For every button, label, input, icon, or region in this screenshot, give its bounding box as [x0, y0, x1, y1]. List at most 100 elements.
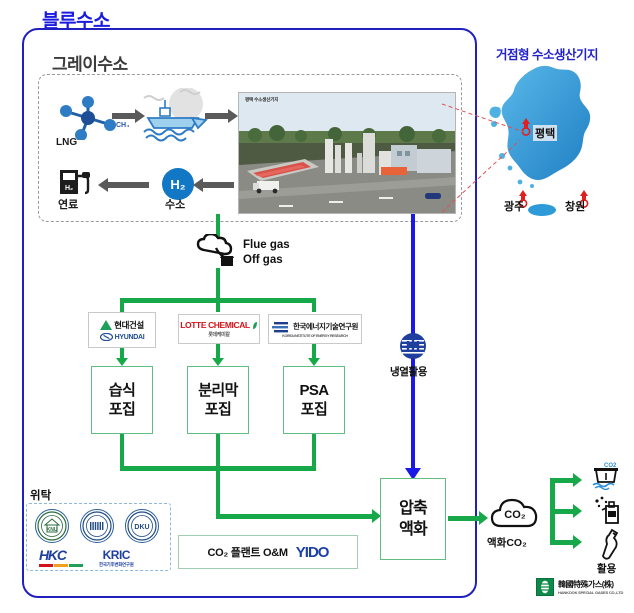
arrow-hydrogen-to-fuel	[98, 178, 149, 192]
co2-plant-om-text: CO₂ 플랜트 O&M	[207, 547, 289, 559]
hkc-bar-yellow	[54, 564, 68, 567]
gray-hydrogen-frame	[38, 74, 462, 222]
partner-logo-korea-institute-of-energy-research: 한국에너지기술연구원 KOREA INSTITUTE OF ENERGY RES…	[268, 314, 362, 344]
entrusted-logos-panel: KNU DKU HKC	[26, 503, 171, 571]
entrusted-section-label: 위탁	[30, 490, 52, 502]
chemical-spray-bottle-icon	[592, 496, 622, 526]
university-seal-3: DKU	[125, 509, 159, 543]
entrusted-logo-kric-sub: 한국기후변화연구원	[99, 562, 134, 567]
hankook-special-gases-logo: 韓國特殊가스(株) HANKOOK SPECIAL GASES CO.,LTD	[536, 578, 623, 596]
partner-logo-line1-brand: LOTTE CHEMICAL	[180, 320, 250, 330]
svg-text:KNU: KNU	[47, 527, 58, 533]
hyundai-h-icon	[99, 333, 113, 341]
map-pin-changwon[interactable]	[578, 190, 590, 208]
map-pin-label-pyeongtaek: 평택	[533, 125, 558, 141]
co2-storage-tank-icon: CO2	[590, 460, 620, 491]
hkc-bar-red	[39, 564, 53, 567]
entrusted-logo-kric: KRIC	[102, 548, 131, 562]
capture-box-line1: PSA	[299, 382, 329, 399]
flue-gas-label: Flue gas Off gas	[243, 238, 290, 268]
arrow-ship-to-plant	[205, 109, 238, 123]
lng-formula-label: CH₄	[116, 122, 130, 129]
partner-logo-line1: 한국에너지기술연구원	[293, 322, 358, 331]
flue-gas-line2: Off gas	[243, 254, 283, 266]
arrow-utilization-3	[573, 535, 582, 549]
connector-merge-down	[216, 466, 220, 518]
co2-plant-om-box: CO₂ 플랜트 O&M YIDO	[178, 535, 358, 569]
arrow-plant-to-hydrogen	[193, 178, 234, 192]
yido-logo: YIDO	[295, 543, 330, 561]
flue-gas-line1: Flue gas	[243, 239, 290, 251]
partner-logo-line2: KOREA INSTITUTE OF ENERGY RESEARCH	[282, 333, 348, 338]
blue-hydrogen-frame	[22, 28, 477, 598]
beverage-bottle-icon	[596, 528, 626, 560]
map-pin-gwangju[interactable]	[517, 190, 529, 208]
connector-box3-down	[312, 434, 316, 470]
svg-text:CO2: CO2	[604, 463, 617, 469]
partner-logo-hyundai-engineering-construction: 현대건설 HYUNDAI	[88, 312, 156, 348]
university-seal-2	[80, 509, 114, 543]
section-title-hub-production-base: 거점형 수소생산기지	[496, 48, 598, 62]
partner-logo-lotte-chemical: LOTTE CHEMICAL 롯데케미칼	[178, 314, 260, 344]
partner-logo-line2: HYUNDAI	[114, 333, 145, 341]
svg-text:DKU: DKU	[134, 524, 149, 531]
arrow-down-box2	[212, 358, 224, 366]
lng-carrier-ship-icon	[140, 87, 212, 149]
utilization-label: 활용	[597, 563, 617, 575]
entrusted-logo-hkc: HKC	[39, 547, 67, 563]
connector-utilization-bottom	[550, 540, 576, 545]
partner-logo-line1: 현대건설	[114, 320, 144, 330]
capture-box-psa: PSA 포집	[283, 366, 345, 434]
connector-utilization-top	[550, 478, 576, 483]
gas-company-name-en: HANKOOK SPECIAL GASES CO.,LTD	[558, 590, 624, 595]
svg-text:CO₂: CO₂	[504, 509, 526, 521]
map-leader-lines	[441, 103, 525, 213]
compression-line2: 액화	[399, 521, 428, 538]
hyundai-triangle-icon	[100, 320, 113, 330]
capture-box-line1: 습식	[108, 382, 136, 399]
cold-energy-label: 냉열활용	[390, 366, 428, 378]
arrow-cold-energy-into-compression	[405, 468, 421, 480]
lotte-leaf-icon	[252, 321, 257, 329]
capture-box-line2: 포집	[108, 401, 136, 418]
arrow-down-box1	[116, 358, 128, 366]
capture-box-line1: 분리막	[198, 382, 238, 399]
map-pin-label-changwon: 창원	[565, 201, 586, 213]
fuel-pump-icon: H₂	[58, 168, 96, 201]
compression-line1: 압축	[399, 500, 428, 517]
svg-text:H₂: H₂	[65, 185, 73, 192]
connector-to-partner-2	[216, 298, 220, 312]
connector-to-partner-3	[312, 298, 316, 312]
connector-plant-to-fluegas	[216, 214, 220, 238]
gas-company-name-ko: 韓國特殊가스(株)	[558, 580, 614, 589]
arrow-utilization-1	[573, 473, 582, 487]
hkc-bar-green	[69, 564, 83, 567]
capture-box-wet: 습식 포집	[91, 366, 153, 434]
arrow-lng-to-ship	[112, 109, 145, 123]
lng-label: LNG	[56, 137, 78, 148]
liquid-co2-label: 액화CO₂	[487, 537, 527, 549]
connector-merge-to-compression	[216, 514, 374, 519]
connector-utilization-mid	[550, 509, 576, 514]
fuel-label: 연료	[58, 199, 79, 211]
university-seal-1: KNU	[35, 509, 69, 543]
capture-box-membrane: 분리막 포집	[187, 366, 249, 434]
capture-box-line2: 포집	[204, 401, 232, 418]
arrow-to-co2-cloud	[479, 511, 488, 525]
arrow-down-box3	[308, 358, 320, 366]
smoke-stack-icon	[194, 232, 240, 275]
connector-partner3-to-box3	[312, 344, 316, 360]
lng-molecule-icon	[48, 96, 138, 145]
compression-liquefaction-box: 압축 액화	[380, 478, 446, 560]
capture-box-line2: 포집	[300, 401, 328, 418]
connector-compression-to-co2	[448, 516, 482, 521]
map-pin-label-gwangju: 광주	[504, 201, 525, 213]
liquid-co2-cloud-icon: CO₂	[489, 494, 541, 535]
connector-partner2-to-box2	[216, 344, 220, 360]
partner-logo-line2: 롯데케미칼	[208, 332, 230, 338]
page-title-blue-hydrogen: 블루수소	[42, 11, 110, 32]
arrow-into-compression	[372, 509, 381, 523]
hydrogen-production-plant-photo: 평택 수소생산기지	[238, 92, 456, 214]
connector-fluegas-down	[216, 268, 220, 302]
